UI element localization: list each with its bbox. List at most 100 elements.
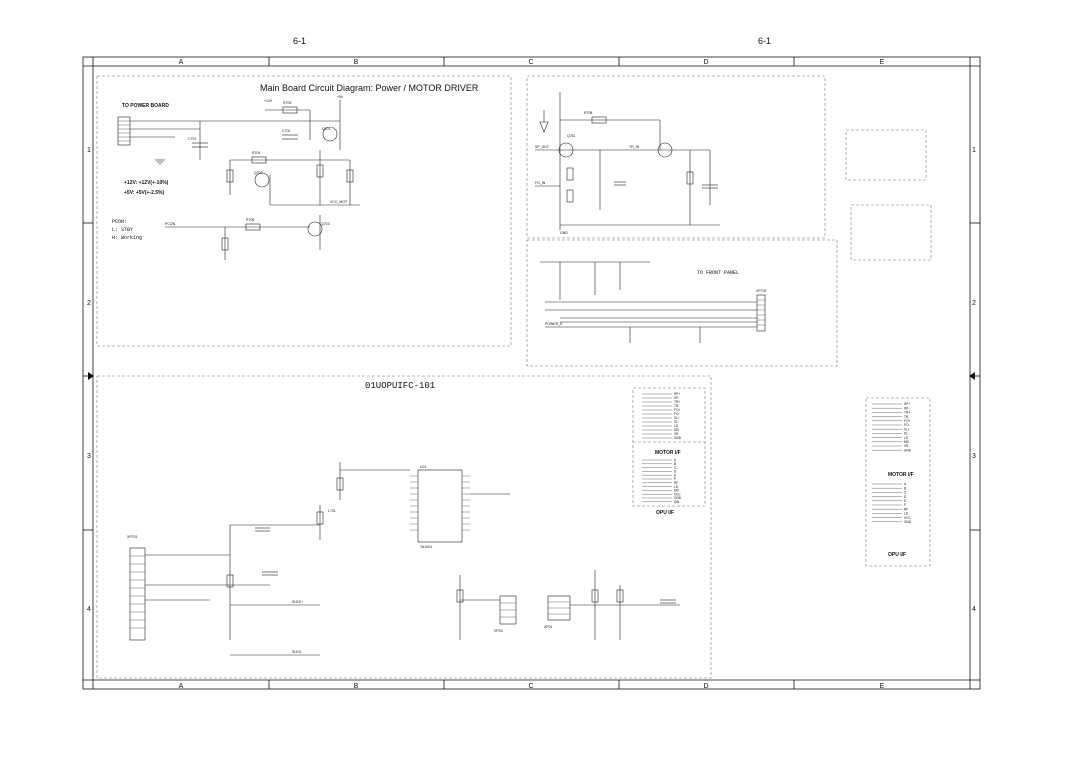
- pin-label: LD: [674, 424, 679, 428]
- opu-if-label-right: OPU I/F: [888, 552, 906, 558]
- page-number-right: 6-1: [758, 36, 771, 46]
- driver-wires: [145, 462, 680, 656]
- component-xp03: XP03: [494, 629, 503, 633]
- component-c702: C702: [282, 129, 290, 133]
- pin-label: SP-: [904, 406, 909, 410]
- component-r704: R704: [252, 151, 260, 155]
- row-label-right-4: 4: [972, 606, 976, 613]
- motor-if-label-right: MOTOR I/F: [888, 472, 914, 478]
- component-r708: R708: [584, 111, 592, 115]
- pin-label: SL+: [674, 416, 680, 420]
- pin-label: F: [904, 503, 906, 507]
- col-label-top-b: B: [354, 59, 359, 66]
- net-fo-in: FO_IN: [535, 181, 546, 185]
- row-label-left-3: 3: [87, 453, 91, 460]
- pin-label: B: [904, 486, 906, 490]
- net-vcc-mot: VCC_MOT: [330, 200, 348, 204]
- pin-label: FO+: [674, 408, 680, 412]
- board-code: 01UOPUIFC-101: [365, 381, 435, 391]
- page-number-left: 6-1: [293, 36, 306, 46]
- pin-label: D: [904, 495, 907, 499]
- pin-label: TR-: [904, 415, 909, 419]
- row-label-right-3: 3: [972, 453, 976, 460]
- net-sled-minus: SLED-: [292, 650, 303, 654]
- right-if-table: [865, 397, 931, 567]
- row-label-left-4: 4: [87, 606, 91, 613]
- pin-label: C: [674, 466, 677, 470]
- col-label-bottom-b: B: [354, 683, 359, 690]
- front-panel-connector: [756, 294, 766, 332]
- pin-label: RF: [904, 507, 908, 511]
- col-label-bottom-c: C: [528, 683, 533, 690]
- pin-label: B: [674, 462, 676, 466]
- pin-label: FO-: [904, 423, 910, 427]
- col-label-bottom-d: D: [703, 683, 708, 690]
- pin-label: SP+: [904, 402, 910, 406]
- power-passives: [192, 106, 354, 251]
- pin-label: MD: [904, 440, 910, 444]
- pin-label: MD: [674, 428, 680, 432]
- front-panel-block-frame: [526, 239, 838, 367]
- col-label-top-a: A: [179, 59, 184, 66]
- stby-label: L: STBY: [112, 227, 133, 233]
- pin-label: SL-: [904, 432, 909, 436]
- gnd-label: GND: [560, 231, 568, 235]
- pin-label: RF: [674, 481, 678, 485]
- opu-connector-xp03: [499, 595, 517, 625]
- component-xp702: XP702: [756, 289, 767, 293]
- component-q701: Q701: [322, 127, 331, 131]
- rail-5v-spec: +5V: +5V(+-2.5%): [124, 190, 164, 196]
- pin-label: LD: [904, 436, 909, 440]
- pin-label: SP-: [674, 396, 679, 400]
- pin-label: SL-: [674, 420, 679, 424]
- motor-connector-xp01: [547, 595, 571, 621]
- driver-ic: [410, 469, 470, 543]
- pin-label: VR: [674, 432, 679, 436]
- pin-label: C: [904, 491, 907, 495]
- page-title: Main Board Circuit Diagram: Power / MOTO…: [260, 83, 479, 93]
- pin-label: FO+: [904, 419, 910, 423]
- component-xp701: XP701: [127, 535, 138, 539]
- opu-if-label: OPU I/F: [656, 510, 674, 516]
- power-connector: [117, 116, 131, 146]
- to-power-board-label: TO POWER BOARD: [122, 103, 169, 109]
- pin-label: FO-: [674, 412, 680, 416]
- net-tr-in: TR_IN: [629, 145, 640, 149]
- pin-label: A: [904, 482, 907, 486]
- component-ta1004: TA1004: [420, 545, 432, 549]
- sheet-border: [82, 56, 981, 690]
- pin-label: VCC: [674, 492, 681, 496]
- row-label-left-2: 2: [87, 300, 91, 307]
- pin-label: LD: [674, 485, 679, 489]
- row-label-right-1: 1: [972, 147, 976, 154]
- col-label-top-d: D: [703, 59, 708, 66]
- pin-label: E: [674, 473, 676, 477]
- pin-label: GND: [674, 496, 682, 500]
- rail-12v-node: +12V: [264, 99, 273, 103]
- right-block-2: [850, 204, 932, 261]
- pin-label: MD: [674, 489, 680, 493]
- driver-passives: [226, 477, 676, 604]
- power-block-frame: [96, 75, 512, 347]
- center-arrow-left-icon: [88, 372, 94, 380]
- component-r705: R705: [246, 218, 254, 222]
- motor-if-label: MOTOR I/F: [655, 450, 681, 456]
- col-label-bottom-a: A: [179, 683, 184, 690]
- pcon-label: PCON:: [112, 219, 127, 225]
- pin-label: A: [674, 458, 677, 462]
- pin-label: SL+: [904, 427, 910, 431]
- pin-label: GND: [674, 436, 682, 440]
- pin-label: E: [904, 499, 906, 503]
- pin-label: SP+: [674, 392, 680, 396]
- pin-label: TR-: [674, 404, 679, 408]
- motor-connector-xp701: [129, 547, 146, 641]
- component-l701: L701: [328, 509, 336, 513]
- pin-label: TR+: [904, 411, 910, 415]
- col-label-top-e: E: [880, 59, 885, 66]
- net-sp-out: SP_OUT: [535, 145, 550, 149]
- column-dividers: [83, 57, 980, 689]
